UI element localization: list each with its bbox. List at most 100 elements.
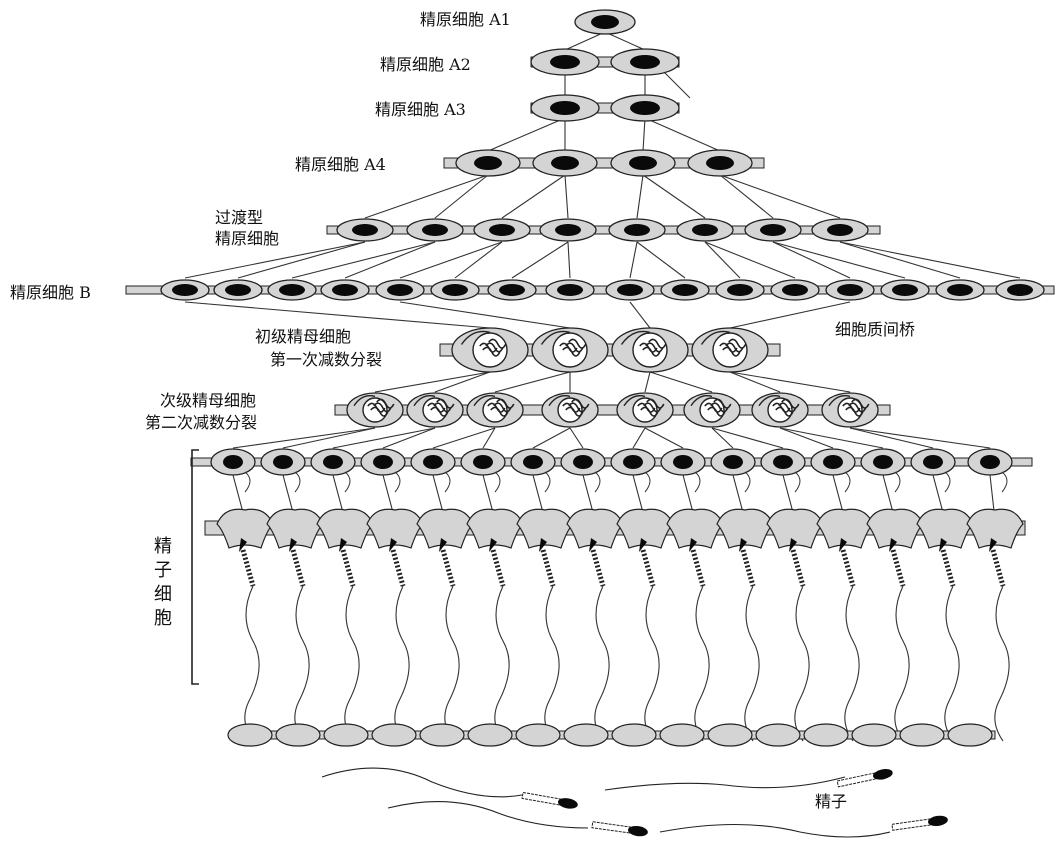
chromosome [482,346,501,357]
connector-line [704,241,796,279]
elongating-cell [616,508,674,549]
connector-line [399,241,503,279]
connector-line [642,117,646,152]
connector-line [636,174,644,219]
chromosome [493,402,512,413]
nucleus [423,455,443,469]
connector-line [644,371,651,393]
acrosome-head [539,538,547,552]
midpiece [840,549,856,587]
connector-line [779,427,834,449]
midpiece [540,549,556,587]
connector-line [839,241,1021,279]
nucleus [947,284,973,296]
residual-fill [373,732,415,738]
nucleus [557,284,583,296]
residual-fill [421,732,463,738]
centriole-mark [473,395,496,407]
chromosome [648,338,667,349]
flagellum-curl [1001,471,1008,493]
connector-line [564,31,606,51]
sperm-tail [744,585,760,742]
flagellum-curl [844,471,851,493]
chromosome [643,402,662,413]
sperm-head-group [521,791,578,809]
nucleus [523,455,543,469]
chromosome [370,406,389,417]
nucleus [225,284,251,296]
connector-line [399,301,571,329]
chain-secondary [334,392,891,428]
sperm-tail [387,801,589,829]
midpiece [390,549,406,587]
sperm-head-group [891,815,948,831]
nucleus [273,455,293,469]
label-a2: 精原细胞 A2 [380,55,471,74]
elongating-cell [816,508,874,549]
nucleus [550,101,580,115]
label-cytoplasmic-bridge: 细胞质间桥 [835,320,916,339]
centriole-mark [620,330,651,345]
nucleus [827,224,853,236]
label-transitional-line1: 过渡型 [215,208,264,227]
connector-line [482,427,496,449]
midpiece [640,549,656,587]
chromosome [646,398,665,409]
centriole-mark [460,330,491,345]
nucleus [727,284,753,296]
flagellum-curl [494,471,501,493]
chain-a2 [530,48,680,76]
sperm-tail [894,585,910,742]
chromosome [376,398,395,409]
residual-fill [229,732,271,738]
chromosome [433,402,452,413]
nucleus [550,55,580,69]
chromosome [713,398,732,409]
elongating-cell [666,508,724,549]
acrosome-head [439,538,447,552]
sperm-tail [794,585,810,742]
chromosome [430,406,449,417]
connector-line [434,371,491,393]
nucleus [673,455,693,469]
chromosome [851,398,870,409]
elongating-cell [866,508,924,549]
sperm-tail [644,585,660,742]
elongating-cell [766,508,824,549]
nucleus [279,284,305,296]
connector-line [344,241,436,279]
chromosome [725,342,744,353]
connector-line [644,117,721,152]
nucleus [332,284,358,296]
nucleus [672,284,698,296]
nucleus [499,284,525,296]
flagellum-curl [744,471,751,493]
residual-fill [805,732,847,738]
chromosome [373,402,392,413]
residual-fill [469,732,511,738]
chain-round-spermatids [190,448,1033,476]
flagellum-curl [894,471,901,493]
nucleus [373,455,393,469]
sperm-tail [544,585,560,742]
connector-line [494,371,571,393]
nucleus [551,156,579,170]
sperm-midpiece [891,818,931,831]
acrosome-head [239,538,247,552]
midpiece [240,549,256,587]
chain-a3 [530,94,680,122]
midpiece [790,549,806,587]
sperm-midpiece [591,821,631,834]
sperm-tail [294,585,310,742]
label-a4: 精原细胞 A4 [295,155,386,174]
sperm-midpiece [836,772,877,788]
label-sperm: 精子 [815,792,848,811]
chain-primary [439,327,781,373]
connector-line [719,174,841,219]
midpiece [590,549,606,587]
sperm-midpiece [521,791,562,806]
chromosome [496,398,515,409]
cytoplasm-band [334,404,891,416]
sperm-tail [594,585,610,742]
